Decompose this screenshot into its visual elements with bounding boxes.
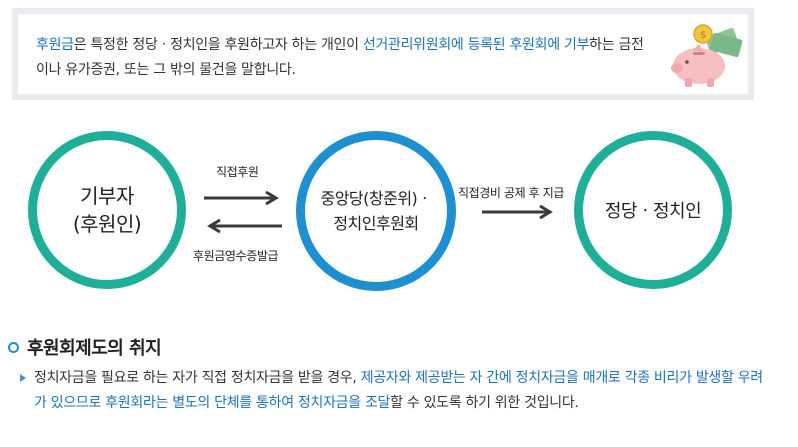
- info-highlight: 선거관리위원회에 등록된 후원회에 기부: [362, 37, 590, 53]
- paragraph-highlight: 제공자와 제공받는 자 간에 정치자금을 매개로 각종 비리가 발생할 우려가 …: [34, 370, 763, 411]
- bullet-ring-icon: [8, 341, 19, 353]
- triangle-bullet-icon: [20, 374, 26, 382]
- svg-text:$: $: [700, 30, 706, 41]
- supporters-association-label: 정치인후원회: [333, 214, 419, 233]
- donor-circle: 기부자 (후원인): [28, 131, 186, 289]
- section-paragraph: 정치자금을 필요로 하는 자가 직접 정치자금을 받을 경우, 제공자와 제공받…: [34, 366, 764, 416]
- party-politician-circle: 정당ㆍ정치인: [574, 131, 732, 289]
- info-term: 후원금: [36, 37, 74, 53]
- direct-donation-label: 직접후원: [216, 165, 259, 179]
- section-title: 후원회제도의 취지: [8, 334, 162, 360]
- donor-label: 기부자: [80, 184, 134, 208]
- info-box: 후원금은 특정한 정당ㆍ정치인을 후원하고자 하는 개인이 선거관리위원회에 등…: [12, 8, 754, 100]
- arrow-left-icon: [207, 218, 282, 234]
- piggy-bank-icon: $: [671, 24, 743, 87]
- receipt-issue-label: 후원금영수증발급: [193, 249, 279, 263]
- supporters-association-circle: 중앙당(창준위)ㆍ 정치인후원회: [296, 131, 456, 291]
- expense-deduction-label: 직접경비 공제 후 지급: [458, 186, 565, 200]
- info-text: 후원금은 특정한 정당ㆍ정치인을 후원하고자 하는 개인이 선거관리위원회에 등…: [36, 33, 656, 83]
- paragraph-text: 할 수 있도록 하기 위한 것입니다.: [390, 395, 579, 411]
- party-politician-label: 정당ㆍ정치인: [604, 201, 702, 222]
- central-party-label: 중앙당(창준위)ㆍ: [320, 189, 432, 208]
- donor-sublabel: (후원인): [72, 212, 142, 236]
- arrow-right-icon: [482, 204, 553, 220]
- paragraph-text: 정치자금을 필요로 하는 자가 직접 정치자금을 받을 경우,: [34, 370, 361, 386]
- info-text-part: 하는 금전이나 유가증권, 또는 그 밖의 물건을 말합니다.: [36, 37, 644, 78]
- arrow-right-icon: [204, 190, 279, 206]
- info-text-part: 은 특정한 정당ㆍ정치인을 후원하고자 하는 개인이: [73, 37, 363, 53]
- section-title-text: 후원회제도의 취지: [27, 338, 162, 359]
- info-box-inner: 후원금은 특정한 정당ㆍ정치인을 후원하고자 하는 개인이 선거관리위원회에 등…: [18, 14, 748, 94]
